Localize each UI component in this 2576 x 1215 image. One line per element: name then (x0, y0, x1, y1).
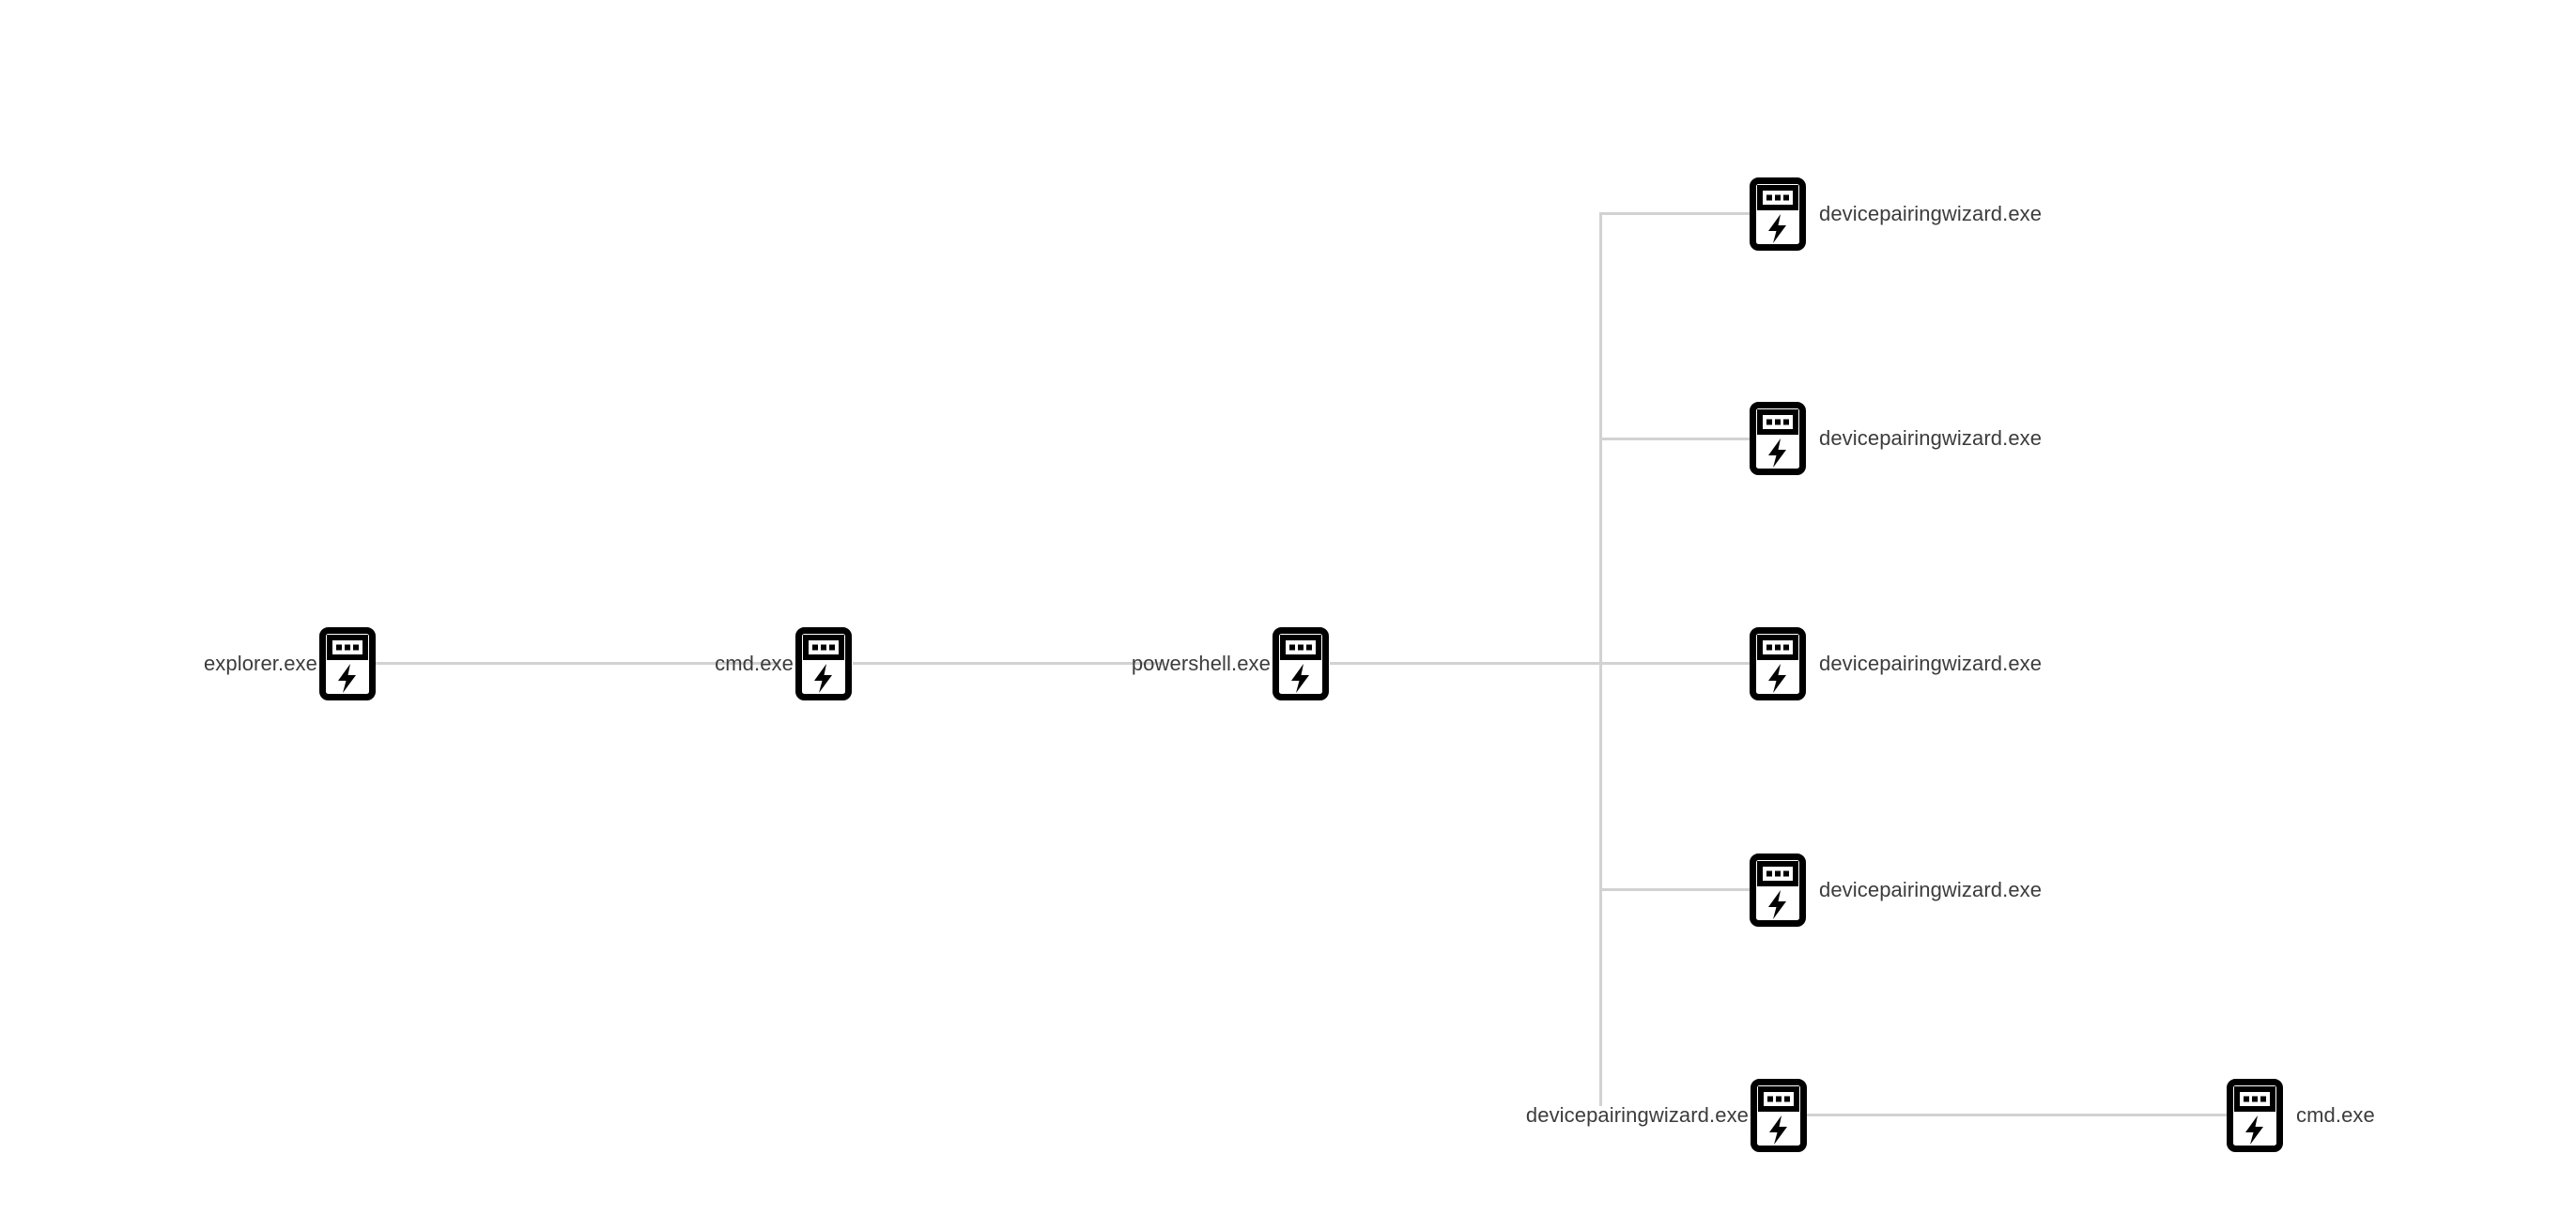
process-executable-icon (1750, 854, 1806, 927)
process-executable-icon (2227, 1079, 2283, 1152)
node-powershell[interactable]: powershell.exe (939, 627, 1329, 700)
node-label-devicepairingwizard-1: devicepairingwizard.exe (1819, 202, 2043, 225)
node-label-devicepairingwizard-4: devicepairingwizard.exe (1819, 878, 2043, 901)
edge-trunk-to-dpw1 (1599, 212, 1751, 215)
node-label-devicepairingwizard-2: devicepairingwizard.exe (1819, 426, 2043, 450)
edge-branch-trunk (1599, 212, 1602, 1106)
node-cmd-2[interactable]: cmd.exe (2227, 1079, 2375, 1152)
node-explorer[interactable]: explorer.exe (0, 627, 376, 700)
node-devicepairingwizard-3[interactable]: devicepairingwizard.exe (1750, 627, 2042, 700)
edge-trunk-to-dpw2 (1599, 438, 1751, 440)
process-executable-icon (1750, 402, 1806, 475)
node-label-devicepairingwizard-3: devicepairingwizard.exe (1819, 652, 2043, 675)
edge-cmd-to-powershell (853, 662, 1163, 665)
node-label-explorer: explorer.exe (203, 652, 317, 675)
node-devicepairingwizard-2[interactable]: devicepairingwizard.exe (1750, 402, 2042, 475)
edge-explorer-to-cmd (376, 662, 779, 665)
process-executable-icon (1273, 627, 1329, 700)
node-devicepairingwizard-1[interactable]: devicepairingwizard.exe (1750, 177, 2042, 251)
process-executable-icon (1750, 627, 1806, 700)
edge-dpw5-to-cmd2 (1807, 1114, 2228, 1116)
edge-trunk-to-dpw4 (1599, 888, 1751, 891)
process-executable-icon (1751, 1079, 1807, 1152)
node-label-powershell: powershell.exe (1131, 652, 1271, 675)
node-cmd-1[interactable]: cmd.exe (470, 627, 852, 700)
edge-powershell-to-trunk (1330, 662, 1751, 665)
node-devicepairingwizard-5[interactable]: devicepairingwizard.exe (1334, 1079, 1807, 1152)
process-executable-icon (795, 627, 852, 700)
process-executable-icon (1750, 177, 1806, 251)
process-executable-icon (319, 627, 376, 700)
node-devicepairingwizard-4[interactable]: devicepairingwizard.exe (1750, 854, 2042, 927)
node-label-devicepairingwizard-5: devicepairingwizard.exe (1525, 1103, 1749, 1127)
node-label-cmd-2: cmd.exe (2296, 1103, 2375, 1127)
node-label-cmd-1: cmd.exe (715, 652, 794, 675)
